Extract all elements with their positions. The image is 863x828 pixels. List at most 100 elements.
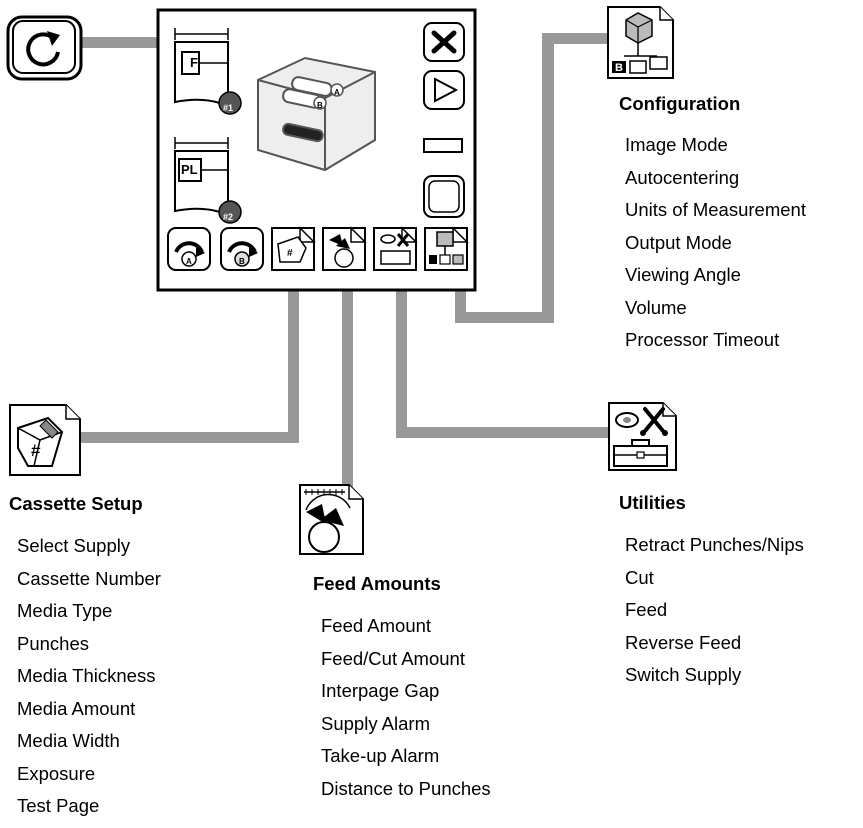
cassette-setup-button-symbol: # — [287, 248, 293, 259]
reset-button[interactable] — [6, 15, 83, 81]
cassette-2-badge-circle — [218, 200, 242, 224]
configuration-button[interactable] — [424, 226, 469, 271]
cassette-setup-item-select-supply[interactable]: Select Supply — [17, 535, 131, 556]
utilities-large-icon — [608, 402, 677, 471]
cassette-1[interactable] — [174, 28, 242, 115]
reset-button-inner — [12, 20, 76, 74]
cassette-2-label: PL — [181, 162, 198, 177]
rotate-a-arrow — [196, 246, 205, 257]
configuration-menu: Image Mode Autocentering Units of Measur… — [625, 134, 806, 362]
feed-amounts-item-supply-alarm[interactable]: Supply Alarm — [321, 712, 430, 734]
cassette-setup-menu: Select Supply Cassette Number Media Type… — [17, 535, 161, 828]
cassette-setup-button[interactable] — [271, 226, 316, 271]
cassette-1-badge-circle — [218, 91, 242, 115]
rotate-a-circle — [181, 251, 197, 267]
rotate-b-label: B — [239, 257, 245, 266]
cassette-1-badge: #1 — [223, 103, 234, 113]
feed-amounts-large-icon — [299, 484, 364, 555]
utilities-scissors — [396, 233, 410, 247]
cassette-setup-icon-symbol: # — [31, 441, 41, 460]
refresh-icon — [26, 32, 60, 67]
cassette-setup-item-media-amount[interactable]: Media Amount — [17, 697, 136, 719]
utilities-item-feed[interactable]: Feed — [625, 599, 668, 620]
rotate-a-label: A — [186, 257, 192, 266]
cassette-setup-item-media-thickness[interactable]: Media Thickness — [17, 665, 156, 686]
connector-reset — [82, 37, 160, 48]
configuration-node — [429, 255, 437, 264]
cassette-setup-item-test-page[interactable]: Test Page — [17, 795, 100, 816]
connector-configuration — [542, 33, 619, 44]
printer-output-slot — [282, 122, 324, 143]
utilities-item-cut[interactable]: Cut — [625, 566, 654, 588]
bottom-toolbar — [167, 226, 469, 271]
printer-roll-a-marker — [330, 83, 344, 97]
status-bar — [423, 138, 463, 153]
configuration-item-units[interactable]: Units of Measurement — [625, 199, 806, 220]
configuration-icon — [436, 231, 454, 247]
rotate-b-button[interactable] — [220, 227, 264, 271]
connector-cassette — [288, 283, 299, 443]
feed-amounts-title: Feed Amounts — [313, 573, 441, 594]
cassette-setup-icon — [277, 236, 307, 263]
configuration-node — [452, 254, 464, 265]
feed-amounts-menu: Feed Amount Feed/Cut Amount Interpage Ga… — [321, 615, 491, 810]
cassette-setup-item-media-type[interactable]: Media Type — [17, 600, 113, 621]
rotate-b-circle — [234, 251, 250, 267]
utilities-icon — [380, 250, 411, 265]
utilities-item-retract-punches-nips[interactable]: Retract Punches/Nips — [625, 534, 804, 555]
connector-utilities — [396, 427, 609, 438]
play-icon — [434, 77, 459, 103]
configuration-icon-letter: B — [615, 62, 623, 74]
close-button[interactable] — [423, 22, 465, 62]
configuration-item-image-mode[interactable]: Image Mode — [625, 134, 728, 155]
feed-amounts-item-feed-amount[interactable]: Feed Amount — [321, 615, 432, 636]
utilities-title: Utilities — [619, 492, 686, 513]
utilities-button[interactable] — [373, 226, 418, 271]
feed-amounts-item-interpage-gap[interactable]: Interpage Gap — [321, 680, 440, 701]
cassette-1-label: F — [190, 55, 198, 70]
feed-amounts-item-feed-cut-amount[interactable]: Feed/Cut Amount — [321, 647, 465, 669]
configuration-title: Configuration — [619, 93, 741, 114]
feed-amounts-item-take-up-alarm[interactable]: Take-up Alarm — [321, 745, 440, 766]
play-button[interactable] — [423, 70, 465, 110]
cassette-setup-title: Cassette Setup — [9, 493, 143, 514]
configuration-large-icon — [607, 6, 674, 79]
rotate-b-arrow — [249, 246, 258, 257]
cassette-2[interactable] — [174, 137, 242, 224]
printer-roll-b-marker — [313, 96, 327, 110]
cassette-setup-item-punches[interactable]: Punches — [17, 632, 89, 654]
close-icon — [431, 30, 457, 54]
utilities-item-reverse-feed[interactable]: Reverse Feed — [625, 631, 742, 653]
rotate-b-icon — [227, 241, 257, 253]
connector-utilities — [396, 283, 407, 438]
connector-configuration — [455, 312, 554, 323]
cassette-setup-large-icon — [9, 404, 81, 476]
configuration-node — [439, 254, 451, 265]
configuration-item-processor-timeout[interactable]: Processor Timeout — [625, 329, 780, 350]
feed-amounts-button[interactable] — [322, 226, 367, 271]
rotate-a-icon — [174, 241, 204, 253]
utilities-menu: Retract Punches/Nips Cut Feed Reverse Fe… — [625, 534, 804, 697]
connectors — [80, 33, 619, 493]
configuration-item-autocentering[interactable]: Autocentering — [625, 166, 740, 188]
connector-cassette — [80, 432, 299, 443]
connector-configuration — [455, 283, 466, 323]
refresh-arrow — [47, 31, 60, 46]
printer-body — [257, 56, 376, 172]
feed-amounts-item-distance-to-punches[interactable]: Distance to Punches — [321, 777, 491, 799]
utilities-item-switch-supply[interactable]: Switch Supply — [625, 664, 742, 685]
connector-configuration — [542, 33, 554, 323]
main-panel — [156, 8, 477, 292]
configuration-item-viewing-angle[interactable]: Viewing Angle — [625, 264, 741, 285]
cassette-setup-item-cassette-number[interactable]: Cassette Number — [17, 567, 161, 589]
printer-roll-b-label: B — [317, 101, 323, 110]
cassette-2-badge: #2 — [223, 212, 234, 222]
blank-button[interactable] — [423, 175, 465, 218]
rotate-a-button[interactable] — [167, 227, 211, 271]
cassette-setup-item-media-width[interactable]: Media Width — [17, 730, 120, 751]
configuration-item-output-mode[interactable]: Output Mode — [625, 231, 732, 253]
configuration-item-volume[interactable]: Volume — [625, 296, 687, 318]
cassette-setup-item-exposure[interactable]: Exposure — [17, 762, 96, 784]
feed-amounts-icon — [329, 234, 350, 249]
